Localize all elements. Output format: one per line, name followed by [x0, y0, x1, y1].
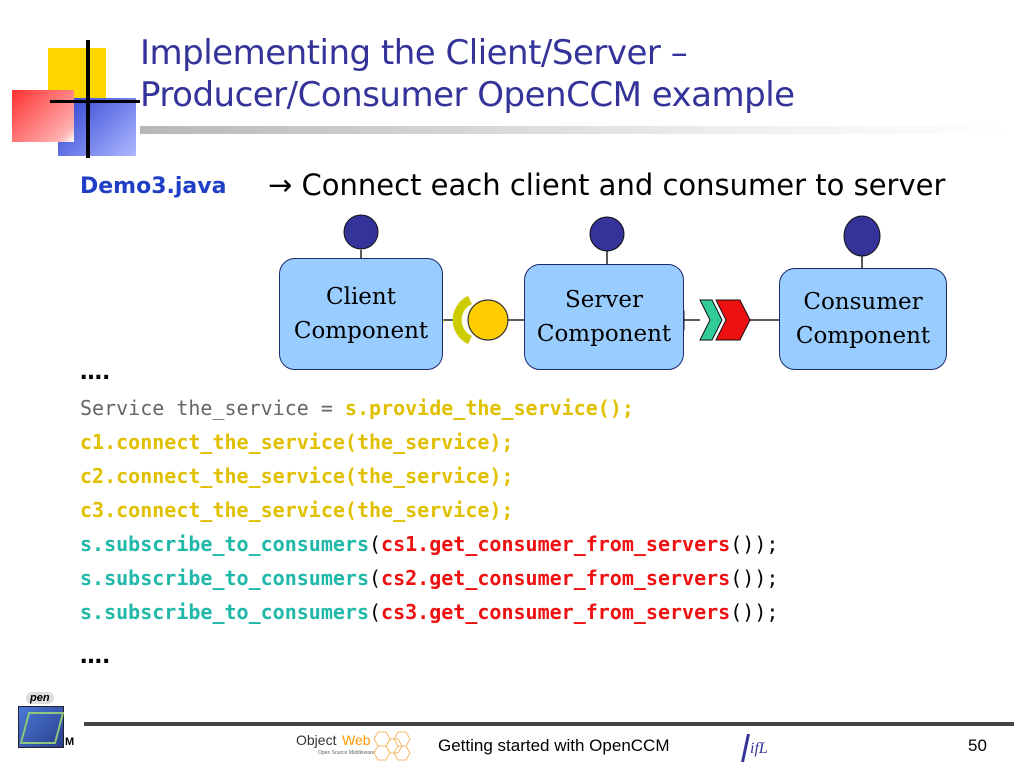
objectweb-hex-icon: [373, 731, 411, 761]
objectweb-logo: Object Web Open Source Middleware: [296, 728, 416, 764]
openccm-logo: pen M: [14, 692, 84, 754]
code-cs1-call: cs1.get_consumer_from_servers: [381, 532, 731, 556]
openccm-logo-graphic-icon: [18, 706, 64, 748]
code-close: ());: [730, 566, 779, 590]
code-cs2-call: cs2.get_consumer_from_servers: [381, 566, 731, 590]
m-label: M: [65, 736, 75, 748]
server-label-line-2: Component: [536, 321, 672, 347]
objectweb-text-a: Object: [296, 732, 337, 748]
consumer-attribute-port-icon: [843, 215, 881, 257]
code-cs3-call: cs3.get_consumer_from_servers: [381, 600, 731, 624]
consumer-label-line-2: Component: [795, 323, 931, 349]
code-line-2: c1.connect_the_service(the_service);: [80, 430, 514, 454]
consumer-component-box: Consumer Component: [779, 268, 947, 370]
slide-title: Implementing the Client/Server – Produce…: [140, 32, 1000, 116]
event-red-arrow-icon: [715, 299, 751, 341]
objectweb-text-b: Web: [342, 732, 371, 748]
code-line-3: c2.connect_the_service(the_service);: [80, 464, 514, 488]
code-open-paren: (: [368, 532, 382, 556]
receptacle-icon: [452, 295, 473, 345]
code-subscribe-call: s.subscribe_to_consumers: [80, 532, 369, 556]
code-line-7: s.subscribe_to_consumers(cs3.get_consume…: [80, 595, 778, 629]
code-close: ());: [730, 600, 779, 624]
facet-icon: [467, 299, 509, 341]
event-green-arrow-icon: [699, 299, 723, 341]
lifl-bar-icon: [741, 734, 750, 762]
code-subscribe-call: s.subscribe_to_consumers: [80, 566, 369, 590]
page-number: 50: [968, 736, 987, 755]
code-ellipsis-top: ….: [80, 360, 111, 385]
code-line-5: s.subscribe_to_consumers(cs1.get_consume…: [80, 527, 778, 561]
footer-title: Getting started with OpenCCM: [438, 736, 670, 755]
code-provide-call: s.provide_the_service();: [344, 396, 634, 420]
server-label-line-1: Server: [565, 287, 643, 313]
deco-vertical-line: [86, 40, 90, 158]
title-underline: [140, 126, 1010, 134]
consumer-label-line-1: Consumer: [803, 289, 923, 315]
code-line-1: Service the_service = s.provide_the_serv…: [80, 391, 634, 425]
lifl-text: ifL: [750, 740, 768, 757]
code-subscribe-call: s.subscribe_to_consumers: [80, 600, 369, 624]
server-attribute-port-icon: [589, 216, 625, 252]
objectweb-tagline: Open Source Middleware: [318, 750, 375, 756]
open-label: pen: [26, 692, 54, 704]
footer-rule: [84, 722, 1014, 726]
subtitle-line: → Connect each client and consumer to se…: [268, 168, 945, 202]
code-line-4: c3.connect_the_service(the_service);: [80, 498, 514, 522]
deco-red-square: [12, 90, 74, 142]
lifl-logo: ifL: [738, 732, 786, 764]
right-arrow-icon: →: [268, 168, 293, 202]
client-label-line-2: Component: [293, 318, 429, 344]
client-attribute-port-icon: [343, 214, 379, 250]
title-line-1: Implementing the Client/Server –: [140, 33, 688, 73]
corner-decoration: [0, 30, 140, 160]
code-service-decl: Service the_service =: [80, 396, 345, 420]
subtitle-text: Connect each client and consumer to serv…: [301, 168, 946, 202]
code-ellipsis-bottom: ….: [80, 644, 111, 669]
demo-filename: Demo3.java: [80, 174, 227, 199]
code-close: ());: [730, 532, 779, 556]
code-open-paren: (: [368, 600, 382, 624]
title-line-2: Producer/Consumer OpenCCM example: [140, 75, 795, 115]
code-open-paren: (: [368, 566, 382, 590]
client-component-box: Client Component: [279, 258, 443, 370]
server-component-box: Server Component: [524, 264, 684, 370]
code-line-6: s.subscribe_to_consumers(cs2.get_consume…: [80, 561, 778, 595]
client-label-line-1: Client: [326, 284, 396, 310]
deco-horizontal-line: [50, 100, 140, 103]
